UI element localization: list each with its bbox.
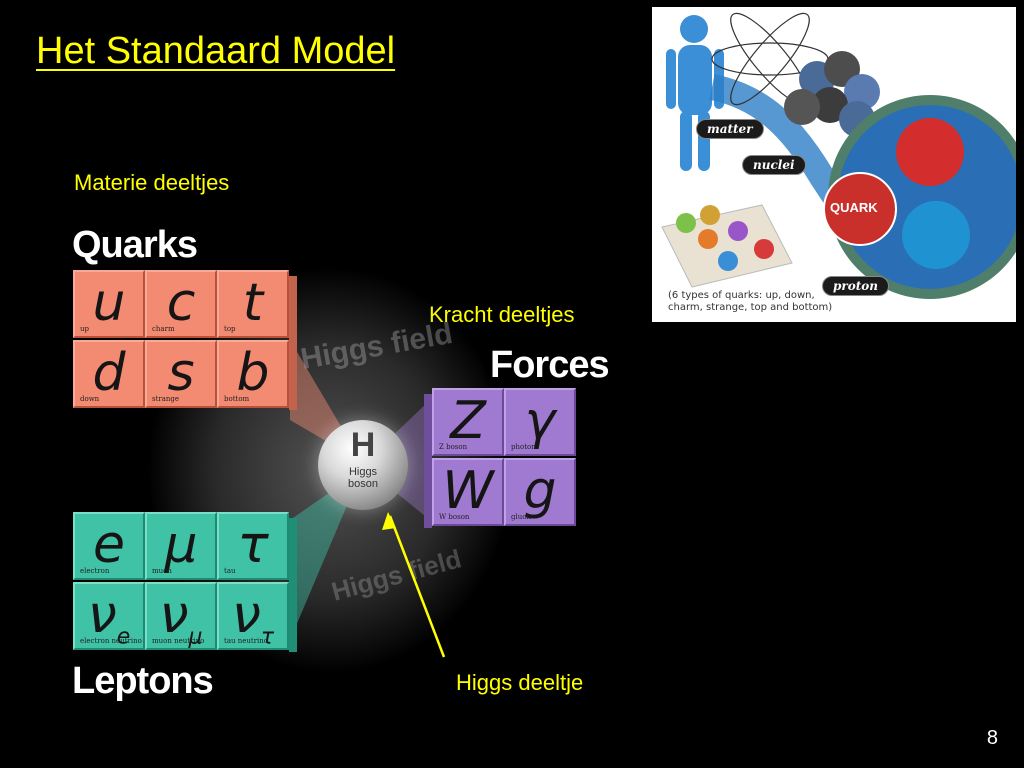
lepton-symbol: μ <box>164 515 198 575</box>
lepton-name: electron neutrino <box>80 637 142 645</box>
force-gluon-cell: g gluon <box>504 458 576 526</box>
force-symbol: Z <box>450 391 486 451</box>
quark-symbol: b <box>236 343 270 403</box>
lepton-name: muon neutrino <box>152 637 205 645</box>
quark-label-sphere-icon <box>823 172 897 246</box>
quark-down-cell: d down <box>73 340 145 408</box>
quark-strange-cell: s strange <box>145 340 217 408</box>
slide-number: 8 <box>986 727 998 749</box>
force-symbol: γ <box>524 391 556 451</box>
quark-blue-icon <box>902 201 970 269</box>
force-w-boson-cell: W W boson <box>432 458 504 526</box>
standard-model-diagram: Higgs field Higgs field Quarks Leptons F… <box>72 224 610 702</box>
force-z-boson-cell: Z Z boson <box>432 388 504 456</box>
quark-symbol: u <box>92 273 126 333</box>
slide-title: Het Standaard Model <box>36 30 396 72</box>
higgs-particle-label: Higgs deeltje <box>456 670 584 695</box>
lepton-ray <box>290 470 362 640</box>
nuclei-tag: nuclei <box>742 155 806 175</box>
force-symbol: g <box>523 461 557 521</box>
quark-name: strange <box>152 395 180 403</box>
lepton-name: tau neutrino <box>224 637 268 645</box>
higgs-name: Higgs boson <box>348 466 378 490</box>
lepton-tau-cell: τ tau <box>217 512 289 580</box>
illustration-graphic <box>661 12 1016 299</box>
quark-name: top <box>224 325 236 333</box>
higgs-boson-sphere: H Higgs boson <box>318 420 408 510</box>
proton-tag: proton <box>822 276 889 296</box>
lepton-symbol: νμ <box>159 585 203 650</box>
quark-name: charm <box>152 325 175 333</box>
higgs-pointer-arrowhead <box>382 512 396 530</box>
higgs-symbol: H <box>350 426 376 464</box>
lepton-name: tau <box>224 567 236 575</box>
quark-tag: QUARK <box>830 200 878 215</box>
force-symbol: W <box>442 461 494 521</box>
quark-symbol: c <box>166 273 196 333</box>
quark-top-cell: t top <box>217 270 289 338</box>
force-block-side <box>424 394 432 528</box>
lepton-name: muon <box>152 567 172 575</box>
higgs-pointer-arrow <box>388 515 446 658</box>
leptons-heading: Leptons <box>72 660 214 702</box>
quark-charm-cell: c charm <box>145 270 217 338</box>
quark-illustration: matter nuclei QUARK proton (6 types of q… <box>652 7 1016 322</box>
quark-block-side <box>289 276 297 410</box>
forces-heading: Forces <box>490 344 610 386</box>
force-name: Z boson <box>439 443 468 451</box>
force-photon-cell: γ photon <box>504 388 576 456</box>
force-name: gluon <box>511 513 531 521</box>
quark-red-icon <box>896 118 964 186</box>
lepton-symbol: ντ <box>231 585 275 650</box>
quark-name: up <box>80 325 89 333</box>
quarks-heading: Quarks <box>72 224 198 266</box>
lepton-symbol: τ <box>237 515 269 575</box>
matter-particles-label: Materie deeltjes <box>74 170 230 195</box>
quark-symbol: s <box>167 343 195 403</box>
force-particles-label: Kracht deeltjes <box>429 302 575 327</box>
quark-name: bottom <box>224 395 250 403</box>
force-name: W boson <box>439 513 470 521</box>
matter-tag: matter <box>696 119 764 139</box>
proton-inner-icon <box>838 105 1016 289</box>
lepton-electron-neutrino-cell: νe electron neutrino <box>73 582 145 650</box>
lepton-muon-cell: μ muon <box>145 512 217 580</box>
lepton-block-side <box>289 518 297 652</box>
lepton-symbol: νe <box>87 585 131 650</box>
quark-up-cell: u up <box>73 270 145 338</box>
lepton-name: electron <box>80 567 110 575</box>
lepton-muon-neutrino-cell: νμ muon neutrino <box>145 582 217 650</box>
lepton-tau-neutrino-cell: ντ tau neutrino <box>217 582 289 650</box>
quark-symbol: t <box>242 273 264 333</box>
lepton-electron-cell: e electron <box>73 512 145 580</box>
quark-bottom-cell: b bottom <box>217 340 289 408</box>
lepton-symbol: e <box>93 515 125 575</box>
quark-caption: (6 types of quarks: up, down, charm, str… <box>668 290 833 313</box>
quark-name: down <box>80 395 100 403</box>
force-name: photon <box>511 443 536 451</box>
quark-symbol: d <box>92 343 126 403</box>
